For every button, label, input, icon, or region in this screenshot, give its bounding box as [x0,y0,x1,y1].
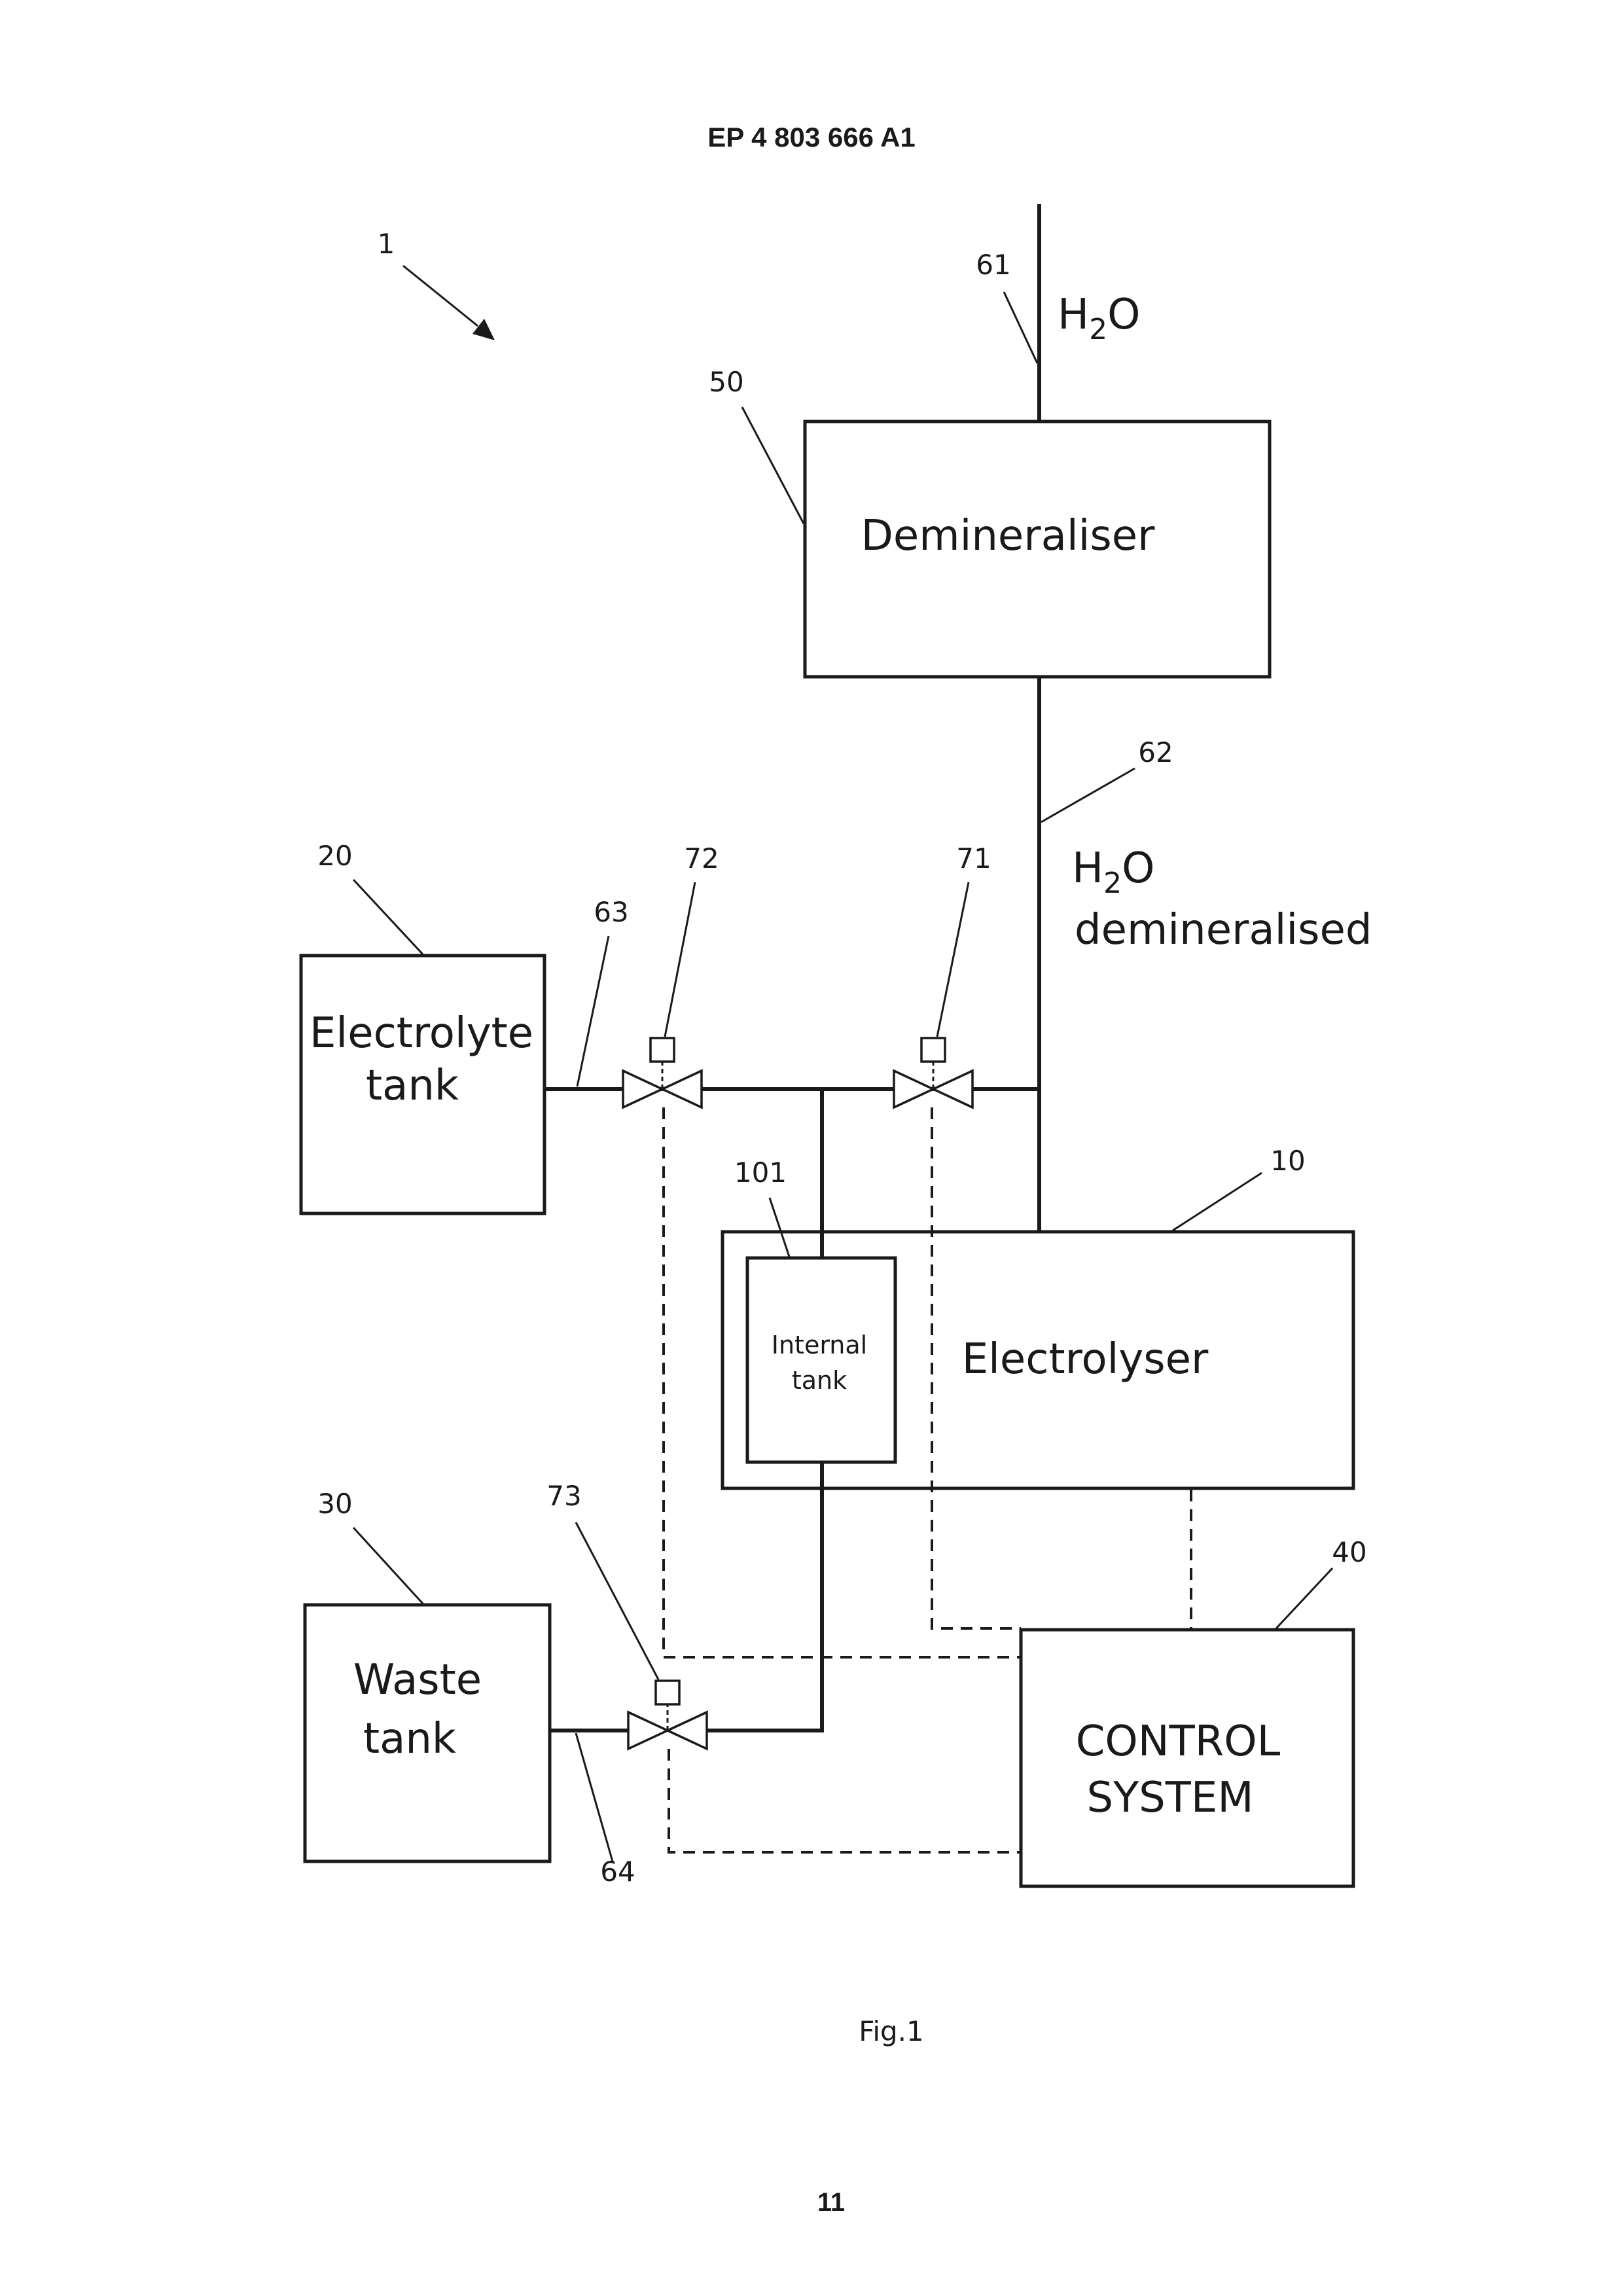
demin-valve-right-wedge [933,1071,972,1107]
electrolyte-valve-ref: 72 [684,842,719,874]
demineralised-water-leader [1041,768,1135,822]
demineraliser-ref: 50 [709,366,743,398]
signal-line-waste-valve [669,1749,1021,1852]
electrolyte-line-leader [577,936,609,1086]
electrolyte-valve-right-wedge [662,1071,702,1107]
waste-valve-actuator [656,1681,679,1704]
control-system-leader [1276,1568,1332,1628]
waste-valve-ref: 73 [546,1480,581,1512]
electrolyte-tank-label-line1: Electrolyte [310,1009,533,1058]
electrolyte-valve-left-wedge [623,1071,662,1107]
water-inlet-ref: 61 [976,249,1010,281]
demin-valve [894,1038,972,1107]
demin-valve-ref: 71 [956,842,991,874]
system-ref-number: 1 [378,228,395,260]
electrolyser-ref: 10 [1270,1145,1305,1177]
waste-valve-left-wedge [628,1712,668,1749]
control-system-label-line2: SYSTEM [1086,1774,1253,1822]
internal-tank-ref: 101 [734,1157,787,1189]
system-reference: 1 [378,228,495,340]
internal-tank-drain-line [703,1463,822,1731]
control-system-ref: 40 [1332,1536,1366,1568]
demineralised-water-label: H2O [1072,844,1155,900]
waste-valve-leader [576,1522,658,1679]
electrolyte-valve [623,1038,702,1107]
publication-number: EP 4 803 666 A1 [707,122,916,152]
demineraliser-leader [742,407,804,524]
electrolyte-tank-ref: 20 [317,840,352,872]
internal-tank-box [747,1258,895,1462]
page-number: 11 [817,2188,845,2217]
demin-valve-actuator [921,1038,945,1062]
electrolyser-label: Electrolyser [962,1335,1209,1384]
figure-caption: Fig.1 [859,2015,924,2047]
electrolyte-tank-leader [353,880,423,954]
system-ref-arrow-head [473,319,495,340]
waste-valve-right-wedge [668,1712,707,1749]
demin-valve-left-wedge [894,1071,933,1107]
demin-valve-leader [937,882,969,1037]
waste-line-leader [576,1733,613,1861]
system-ref-arrow-line [403,266,478,326]
electrolyte-valve-leader [665,882,695,1037]
demineraliser-label: Demineraliser [861,512,1156,560]
water-inlet-leader [1004,292,1037,363]
internal-tank-label-line1: Internal [772,1331,867,1359]
demineralised-water-label-line2: demineralised [1075,906,1372,954]
electrolyte-line-ref: 63 [594,896,628,928]
electrolyte-valve-actuator [651,1038,674,1062]
waste-tank-leader [353,1528,423,1604]
electrolyte-tank-label-line2: tank [366,1062,459,1110]
control-system-label-line1: CONTROL [1076,1717,1281,1766]
waste-tank-label-line1: Waste [353,1656,482,1704]
waste-valve [628,1681,707,1749]
waste-line-ref: 64 [600,1856,635,1888]
internal-tank-leader [770,1198,789,1257]
electrolyser-leader [1173,1173,1262,1230]
waste-tank-ref: 30 [317,1488,352,1520]
waste-tank-label-line2: tank [363,1715,456,1763]
water-inlet-label: H2O [1058,291,1141,346]
demineralised-water-ref: 62 [1138,736,1173,768]
internal-tank-label-line2: tank [792,1366,847,1395]
